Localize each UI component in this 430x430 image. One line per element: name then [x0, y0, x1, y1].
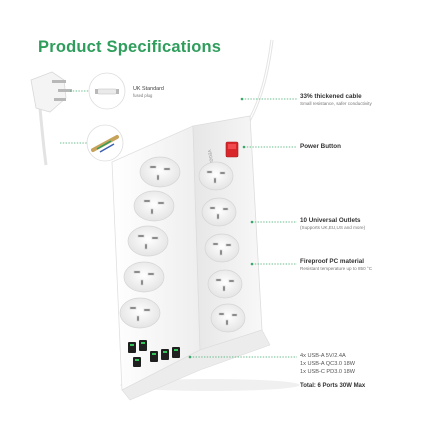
plug-label-heading: UK Standard: [133, 86, 164, 92]
callout-heading: 33% thickened cable: [300, 93, 362, 100]
usb-ports: [128, 340, 180, 367]
plug-label: UK Standard fused plug: [133, 86, 164, 98]
socket: [139, 156, 181, 188]
usb-spec-line: 4x USB-A 5V/2.4A: [300, 353, 346, 359]
usb-port: [150, 351, 158, 362]
usb-port: [133, 357, 141, 367]
page-title: Product Specifications: [38, 38, 222, 56]
power-switch: [225, 141, 239, 158]
cable-detail: [86, 124, 124, 162]
callout-heading: Fireproof PC material: [300, 258, 365, 265]
leader-lines: [190, 98, 297, 358]
usb-port: [172, 347, 180, 358]
usb-specs: 4x USB-A 5V/2.4A 1x USB-A QC3.0 18W 1x U…: [300, 352, 365, 389]
socket: [198, 161, 234, 191]
callout-sub: Resistant temperature up to 850 °C: [300, 266, 373, 271]
socket: [201, 197, 237, 227]
usb-spec-line: 1x USB-C PD3.0 18W: [300, 369, 356, 375]
callout-outlets: 10 Universal Outlets (Supports UK,EU,US …: [300, 217, 365, 230]
usb-port: [139, 340, 147, 351]
callout-heading: 10 Universal Outlets: [300, 217, 361, 224]
callout-material: Fireproof PC material Resistant temperat…: [300, 258, 372, 271]
socket-column-right: [198, 161, 246, 333]
socket: [210, 303, 246, 333]
callout-power-button: Power Button: [300, 143, 341, 150]
socket: [127, 225, 169, 257]
fuse-detail: [88, 72, 126, 110]
power-cable: [244, 39, 274, 127]
brand-mark: VEGGIEG: [207, 149, 215, 169]
usb-port: [128, 342, 136, 353]
socket: [123, 261, 165, 293]
callout-sub: Small resistance, safer conductivity: [300, 101, 372, 106]
usb-port: [161, 349, 169, 360]
socket: [207, 269, 243, 299]
callout-cable: 33% thickened cable Small resistance, sa…: [300, 93, 372, 106]
callout-sub: (Supports UK,EU,US and more): [300, 225, 366, 230]
plug-label-sub: fused plug: [133, 93, 153, 98]
usb-total: Total: 6 Ports 30W Max: [300, 383, 366, 389]
socket: [119, 297, 161, 329]
socket-column-left: [119, 156, 181, 329]
socket: [204, 233, 240, 263]
socket: [133, 190, 175, 222]
callout-heading: Power Button: [300, 143, 341, 150]
uk-plug: [30, 71, 72, 166]
usb-spec-line: 1x USB-A QC3.0 18W: [300, 361, 356, 367]
